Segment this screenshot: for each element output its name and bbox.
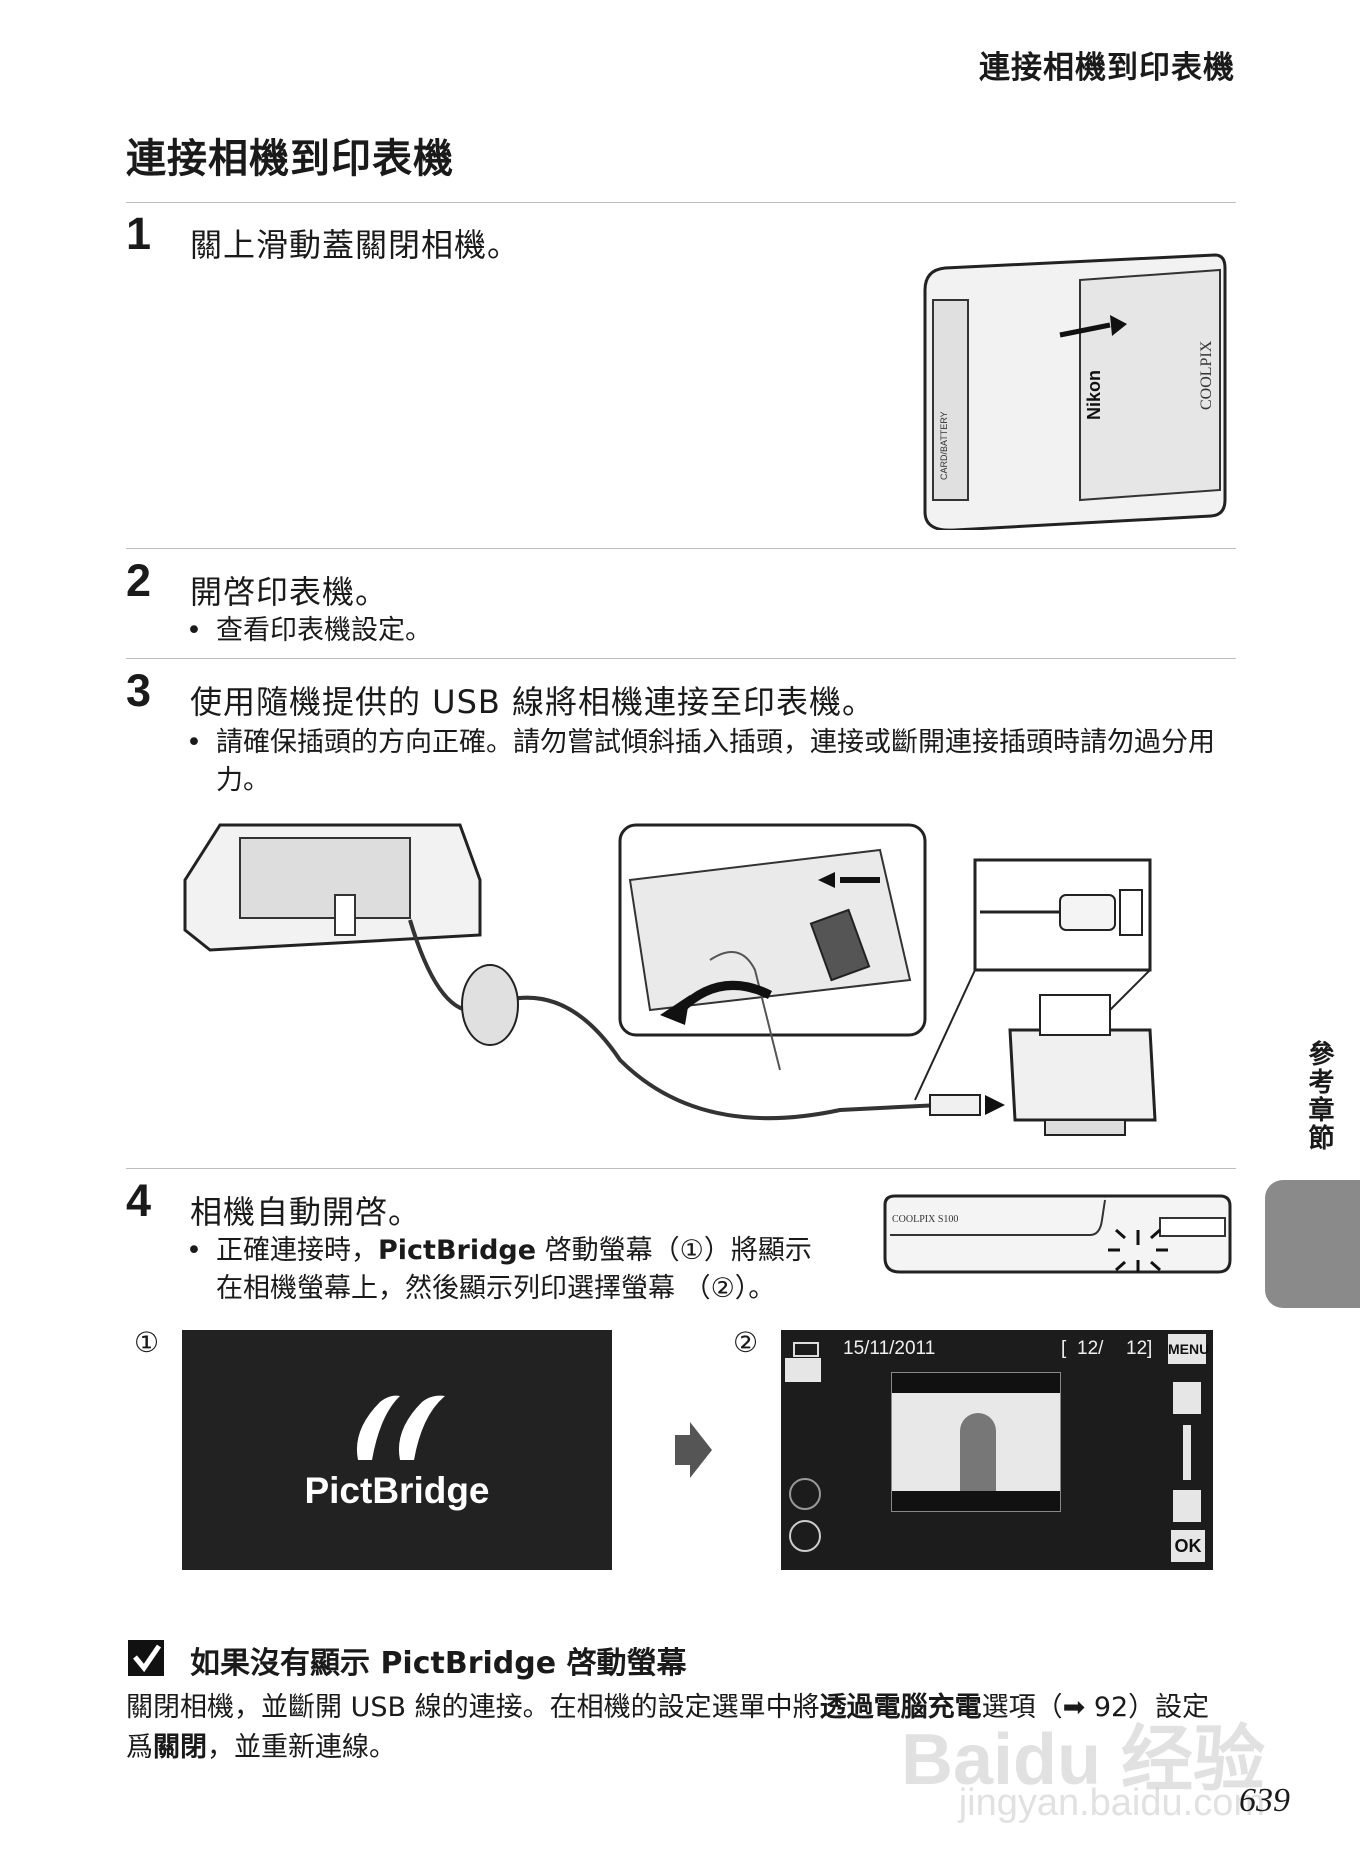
step-3-bullet: 請確保插頭的方向正確。請勿嘗試傾斜插入插頭，連接或斷開連接插頭時請勿過分用力。 xyxy=(186,724,1238,800)
camera-closed-illustration: Nikon COOLPIX CARD/BATTERY xyxy=(923,253,1227,530)
zoom-out-icon[interactable] xyxy=(789,1520,821,1552)
camera-top-illustration: COOLPIX S100 xyxy=(883,1194,1232,1274)
photo-thumbnail[interactable] xyxy=(891,1372,1061,1512)
usb-connection-illustration xyxy=(183,823,1157,1136)
step-1-number: 1 xyxy=(126,208,152,259)
menu-button[interactable]: MENU xyxy=(1168,1334,1209,1364)
battery-label: CARD/BATTERY xyxy=(939,411,949,480)
step-4-text: 相機自動開啓。 xyxy=(190,1193,422,1231)
bracket-open: [ xyxy=(1061,1338,1067,1359)
watermark-url: jingyan.baidu.com xyxy=(958,1782,1265,1824)
step-3-number: 3 xyxy=(126,665,152,716)
camera-model-label: COOLPIX xyxy=(1198,340,1215,410)
divider xyxy=(126,548,1236,549)
running-header: 連接相機到印表機 xyxy=(979,50,1235,86)
scroll-up-button[interactable] xyxy=(1173,1382,1201,1414)
date-label: 15/11/2011 xyxy=(843,1338,936,1359)
page-number: 639 xyxy=(1239,1782,1290,1819)
watermark: Baidu 经验 xyxy=(900,1720,1265,1800)
screen-1-marker: ① xyxy=(134,1326,160,1359)
step-4-number: 4 xyxy=(126,1175,152,1226)
side-section-label: 參考章節 xyxy=(1304,1040,1334,1152)
reference-icon: ➡ xyxy=(1062,1692,1094,1723)
checkmark-icon xyxy=(128,1640,164,1676)
power-lamp-icon xyxy=(1108,1228,1168,1272)
screen-2-marker: ② xyxy=(733,1326,759,1359)
zoom-in-icon[interactable] xyxy=(789,1478,821,1510)
note-title: 如果沒有顯示 PictBridge 啓動螢幕 xyxy=(190,1646,687,1681)
arrow-right-icon xyxy=(675,1422,712,1478)
ok-button[interactable]: OK xyxy=(1171,1530,1205,1562)
step-2-text: 開啓印表機。 xyxy=(190,573,389,611)
step-1-text: 關上滑動蓋關閉相機。 xyxy=(190,226,521,264)
pictbridge-label: PictBridge xyxy=(304,1470,490,1511)
print-selection-screen: 15/11/2011 [ 12/ 12 ] MENU OK xyxy=(781,1330,1213,1570)
camera-top-model-label: COOLPIX S100 xyxy=(892,1214,958,1225)
pictbridge-start-screen: PictBridge xyxy=(182,1330,612,1570)
pictbridge-mode-icon xyxy=(785,1358,821,1382)
battery-icon xyxy=(793,1342,819,1357)
image-count: 12/ xyxy=(1077,1338,1104,1359)
divider xyxy=(126,658,1236,659)
scrollbar[interactable] xyxy=(1183,1425,1191,1480)
camera-brand-label: Nikon xyxy=(1084,370,1104,420)
page-title: 連接相機到印表機 xyxy=(126,136,454,182)
scroll-down-button[interactable] xyxy=(1173,1490,1201,1522)
step-2-bullet: 查看印表機設定。 xyxy=(186,612,1228,650)
divider xyxy=(126,202,1236,203)
step-4-bullet: 正確連接時，PictBridge 啓動螢幕（①）將顯示在相機螢幕上，然後顯示列印… xyxy=(186,1232,848,1308)
image-total: 12 xyxy=(1126,1338,1148,1359)
side-tab[interactable] xyxy=(1265,1180,1360,1308)
pictbridge-logo-icon xyxy=(356,1395,445,1460)
step-2-number: 2 xyxy=(126,555,152,606)
bracket-close: ] xyxy=(1147,1338,1153,1359)
step-3-text: 使用隨機提供的 USB 線將相機連接至印表機。 xyxy=(190,683,876,721)
divider xyxy=(126,1168,1236,1169)
note-body: 關閉相機，並斷開 USB 線的連接。在相機的設定選單中將透過電腦充電選項（➡ 9… xyxy=(126,1692,1210,1763)
